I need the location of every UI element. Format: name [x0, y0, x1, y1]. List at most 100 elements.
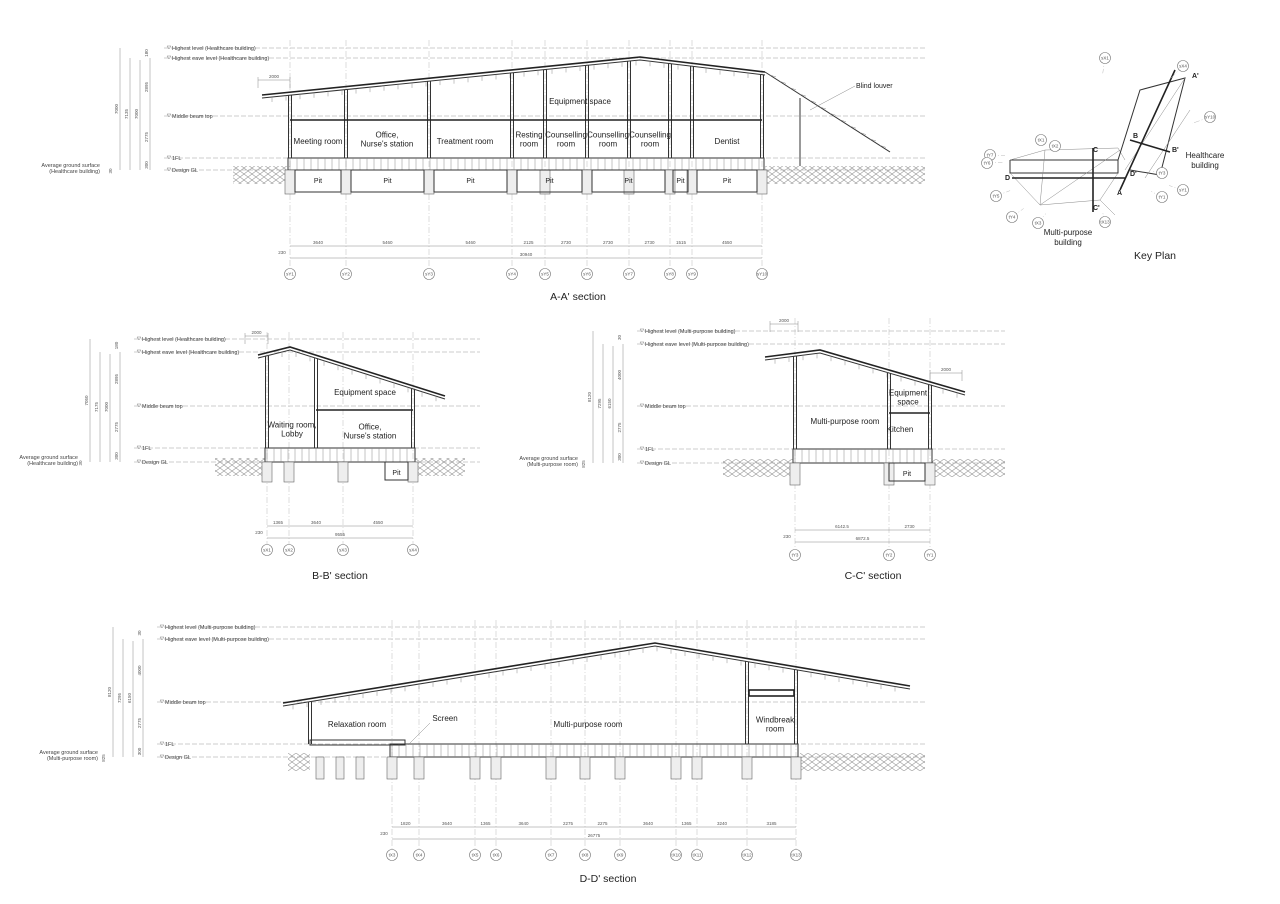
level-label: Middle beam top: [165, 700, 206, 706]
louver-blade: [859, 132, 867, 135]
grid-label: tX6: [493, 853, 500, 858]
ground-hatch: [800, 753, 925, 771]
footing: [469, 756, 481, 780]
footing: [490, 756, 502, 780]
span-dimension: 3240: [717, 821, 728, 826]
vertical-dimension: 825: [581, 460, 586, 468]
grid-label: sY10: [757, 272, 768, 277]
room-label: Counselling: [545, 131, 587, 140]
vertical-dimension: 180: [114, 341, 119, 349]
grid-bubble: [990, 190, 1002, 202]
total-dimension: 9555: [335, 532, 346, 537]
grid-label: sX4: [1179, 64, 1187, 69]
windbreak-ceiling: [748, 689, 795, 697]
grid-bubble: [337, 544, 349, 556]
level-marker-icon: [639, 328, 645, 333]
grid-label: sX1: [263, 548, 271, 553]
grid-label: tY2: [886, 553, 893, 558]
room-label: Multi-purpose room: [811, 417, 880, 426]
level-marker-icon: [159, 754, 165, 759]
vertical-dimension: 2895: [114, 373, 119, 384]
room-label: space: [897, 398, 919, 407]
footing: [790, 756, 802, 780]
level-marker-icon: [136, 459, 142, 464]
span-dimension: 5460: [465, 240, 476, 245]
footing: [284, 169, 296, 195]
room-label: Counselling: [629, 131, 671, 140]
level-marker-icon: [159, 741, 165, 746]
louver-blade: [829, 113, 837, 116]
span-dimension: 2275: [597, 821, 608, 826]
section-line-a: [1119, 69, 1176, 191]
level-marker-icon: [166, 167, 172, 172]
vertical-dimension: 2775: [617, 422, 622, 433]
grid-bubble: [1156, 167, 1168, 179]
level-marker-icon: [639, 403, 645, 408]
grid-label: tY3: [792, 553, 799, 558]
level-label: Design GL: [172, 168, 198, 174]
vertical-dimension: 30: [108, 168, 113, 174]
vertical-dimension: 300: [144, 161, 149, 169]
section-title: A-A' section: [550, 291, 606, 303]
footing: [506, 169, 518, 195]
vertical-dimension: 7000: [134, 108, 139, 119]
roof: [261, 56, 766, 96]
footing: [335, 756, 345, 780]
grid-bubble: [741, 849, 753, 861]
level-label: Highest eave level (Multi-purpose buildi…: [645, 342, 749, 348]
ground-label: Average ground surface: [519, 456, 578, 462]
span-dimension: 4550: [722, 240, 733, 245]
ground-hatch: [932, 459, 1005, 477]
grid-label: tY1: [1159, 195, 1166, 200]
d-extras: [309, 689, 795, 780]
span-dimension: 6142.5: [835, 524, 849, 529]
room-label: Equipment space: [334, 388, 396, 397]
vertical-dimension: 7000: [114, 103, 119, 114]
room-label: Office,: [359, 423, 382, 432]
section-mark: A: [1117, 190, 1122, 197]
span-dimension: 3640: [311, 520, 322, 525]
level-marker-icon: [166, 55, 172, 60]
span-dimension: 2730: [904, 524, 915, 529]
section-mark: D: [1005, 175, 1010, 182]
vertical-dimension: 2775: [144, 131, 149, 142]
grid-bubble: [1032, 217, 1044, 229]
roof-underside: [764, 352, 966, 396]
footing: [261, 461, 273, 483]
section-line-b: [1129, 139, 1171, 153]
room-label: Nurse's station: [361, 140, 414, 149]
ground-hatch: [288, 753, 310, 771]
louver-blade: [799, 93, 807, 97]
footing: [789, 462, 801, 486]
grid-bubble: [284, 268, 296, 280]
louver-blade: [879, 145, 887, 148]
section-d: Highest level (Multi-purpose building)Hi…: [39, 620, 925, 885]
room-label: room: [641, 140, 660, 149]
span-dimension: 3640: [442, 821, 453, 826]
span-dimension: 1515: [676, 240, 687, 245]
total-dimension: 30940: [520, 252, 533, 257]
vertical-dimension: 180: [144, 49, 149, 57]
level-label: Highest eave level (Healthcare building): [172, 56, 269, 62]
room-label: Counselling: [587, 131, 629, 140]
grid-label: sX1: [1101, 56, 1109, 61]
offset-dimension: 230: [380, 831, 388, 836]
grid-bubble: [423, 268, 435, 280]
vertical-dimension: 7050: [84, 395, 89, 406]
room-label: room: [520, 140, 539, 149]
level-label: Design GL: [165, 755, 191, 761]
level-label: 1FL: [645, 447, 654, 453]
span-dimension: 1820: [400, 821, 411, 826]
footing: [315, 756, 325, 780]
pit: [433, 169, 508, 193]
grid-label: tX7: [548, 853, 555, 858]
section-b: Highest level (Healthcare building)Highe…: [19, 330, 480, 582]
room-label: Nurse's station: [344, 432, 397, 441]
floor-slab: [792, 448, 933, 464]
grid-label: tX3: [389, 853, 396, 858]
footing: [581, 169, 593, 195]
grid-label: tY4: [1009, 215, 1016, 220]
grid-bubble: [407, 544, 419, 556]
level-marker-icon: [639, 446, 645, 451]
callout-label: Blind louver: [856, 83, 893, 90]
